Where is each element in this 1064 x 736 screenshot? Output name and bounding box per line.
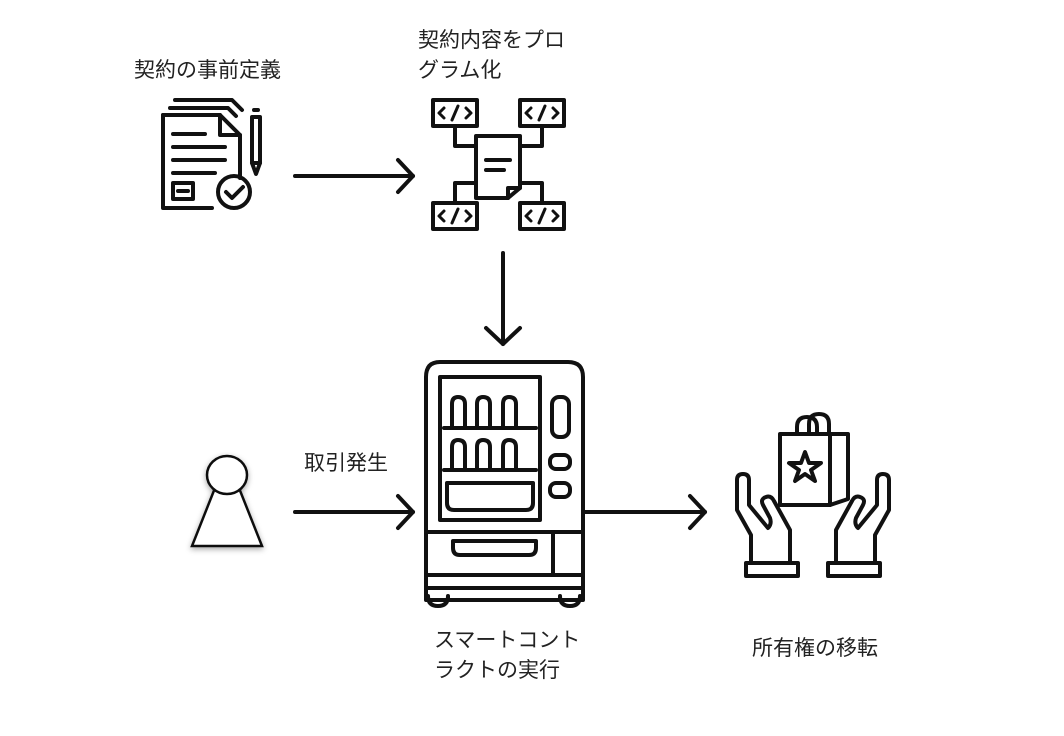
contract-document-icon (161, 98, 262, 210)
arrow-contract-to-program (293, 158, 415, 194)
label-execute-line1: スマートコント (434, 628, 581, 652)
code-network-icon (431, 98, 566, 231)
label-trigger: 取引発生 (304, 451, 388, 475)
label-program-line1: 契約内容をプロ (418, 28, 565, 52)
vending-machine-icon (424, 360, 585, 608)
label-execute-line2: ラクトの実行 (434, 658, 560, 682)
person-icon (190, 454, 264, 548)
arrow-program-to-machine (484, 251, 522, 346)
arrow-machine-to-transfer (583, 494, 707, 530)
label-program-line2: グラム化 (418, 58, 502, 82)
label-predefine: 契約の事前定義 (134, 58, 281, 82)
arrow-person-to-machine (293, 494, 415, 530)
hands-shopping-bag-icon (735, 412, 891, 578)
label-transfer: 所有権の移転 (752, 636, 878, 660)
